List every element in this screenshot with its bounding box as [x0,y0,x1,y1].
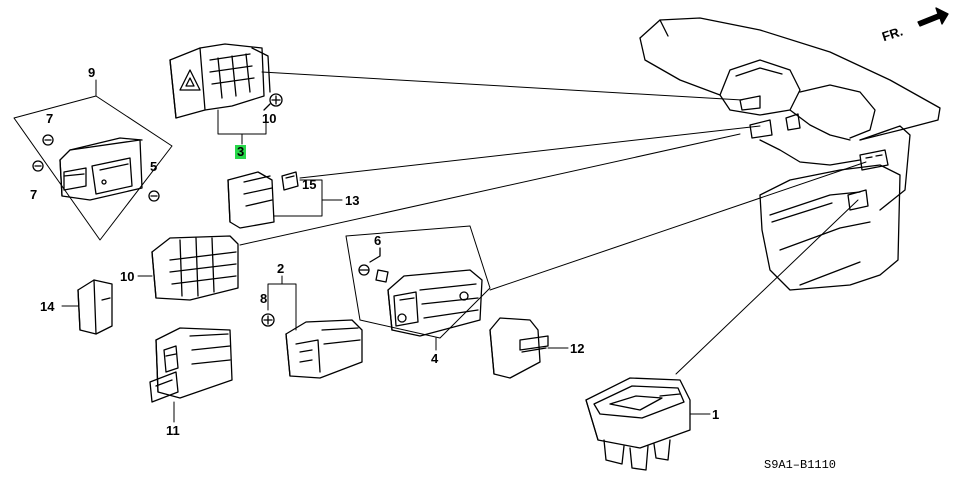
callout-5[interactable]: 5 [150,159,158,174]
callout-7a[interactable]: 7 [46,111,54,126]
callout-1[interactable]: 1 [712,407,720,422]
assembly-box-4 [345,225,491,351]
callout-2[interactable]: 2 [277,261,285,276]
assembly-box-10 [13,79,173,241]
callout-11[interactable]: 10 [120,269,135,284]
callout-13[interactable]: 12 [570,341,585,356]
fr-arrow-icon [917,7,949,27]
callout-9[interactable]: 10 [262,111,277,126]
master-switch-1 [585,377,691,471]
diagram-code: S9A1–B1110 [764,458,837,472]
callout-12[interactable]: 11 [166,423,180,438]
callout-3[interactable]: 3 [235,144,247,159]
leader-lines [239,71,867,375]
callout-15[interactable]: 14 [40,299,55,314]
switch-14 [227,171,275,229]
callout-16[interactable]: 15 [302,177,317,192]
callout-10[interactable]: 9 [88,65,96,80]
switch-15 [77,279,113,335]
screw-8 [261,313,275,327]
callout-14[interactable]: 13 [345,193,360,208]
screw-9 [263,93,283,111]
callout-8[interactable]: 8 [260,291,268,306]
callout-7b[interactable]: 7 [30,187,38,202]
clip-16 [281,171,299,191]
callout-6[interactable]: 6 [374,233,382,248]
switch-13 [489,317,549,379]
hazard-switch [169,43,271,119]
callout-4[interactable]: 4 [431,351,439,366]
switch-12 [149,327,233,403]
switch-11 [151,235,239,301]
switch-2 [285,319,363,379]
dashboard-outline [639,17,941,291]
